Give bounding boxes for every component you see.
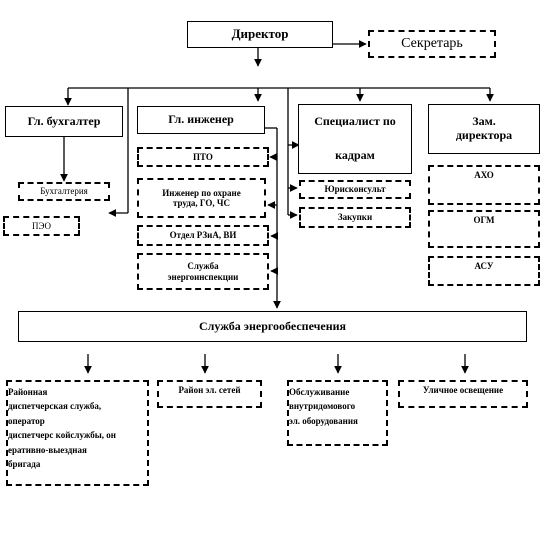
internal-equipment-line3: эл. оборудования [289,415,358,426]
asu-label: АСУ [474,261,494,271]
director-label: Директор [231,26,289,42]
safety-engineer-line1: Инженер по охране [162,187,241,198]
peo-box: ПЭО [3,216,80,236]
director-box: Директор [187,21,333,48]
chief-accountant-box: Гл. бухгалтер [5,106,123,137]
dispatch-box: Районная диспетчерская служба, оператор … [6,380,149,486]
energy-inspection-line2: энергоинспекции [167,271,239,282]
dispatch-line1: Районная [8,387,48,397]
hr-specialist-box: Специалист по кадрам [298,104,412,174]
energy-service-label: Служба энергообеспечения [198,318,347,333]
akho-box: АХО [428,165,540,205]
dispatch-line2: диспетчерская служба, [8,401,102,412]
dispatch-line3: оператор [8,415,45,426]
internal-equipment-line1: Обслуживание [289,387,350,397]
energy-inspection-line1: Служба [187,261,219,272]
ogm-box: ОГМ [428,210,540,248]
energy-service-box: Служба энергообеспечения [18,311,527,342]
chief-engineer-label: Гл. инженер [168,112,234,127]
secretary-label: Секретарь [401,35,463,51]
akho-label: АХО [474,170,494,180]
peo-label: ПЭО [31,220,52,231]
procurement-label: Закупки [337,212,373,223]
dispatch-line5: еративно-выездная [8,444,87,455]
ogm-label: ОГМ [473,215,495,225]
deputy-director-box: Зам. директора [428,104,540,154]
district-networks-box: Район эл. сетей [157,380,262,408]
secretary-box: Секретарь [368,30,496,58]
deputy-director-line1: Зам. [472,114,496,129]
pto-label: ПТО [193,151,213,162]
internal-equipment-box: Обслуживание внутридомового эл. оборудов… [287,380,388,446]
dispatch-line6: бригада [8,458,41,469]
procurement-box: Закупки [299,207,411,228]
rzia-dept-label: Отдел РЗиА, ВИ [169,230,237,241]
safety-engineer-box: Инженер по охране труда, ГО, ЧС [137,178,266,218]
energy-inspection-box: Служба энергоинспекции [137,253,269,290]
rzia-dept-box: Отдел РЗиА, ВИ [137,225,269,246]
legal-box: Юрисконсульт [299,180,411,199]
district-networks-label: Район эл. сетей [178,385,241,395]
hr-specialist-line2: кадрам [335,148,375,163]
street-lighting-box: Уличное освещение [398,380,528,408]
deputy-director-line2: директора [455,128,513,142]
hr-specialist-line1: Специалист по [314,114,396,129]
accounting-label: Бухгалтерия [40,186,88,197]
chief-accountant-label: Гл. бухгалтер [27,113,101,128]
chief-engineer-box: Гл. инженер [137,106,265,134]
dispatch-line4: диспетчерс койслужбы, он [8,430,116,441]
safety-engineer-line2: труда, ГО, ЧС [172,198,230,208]
street-lighting-label: Уличное освещение [422,385,504,395]
legal-label: Юрисконсульт [324,184,386,195]
pto-box: ПТО [137,147,269,167]
internal-equipment-line2: внутридомового [289,401,356,412]
accounting-box: Бухгалтерия [18,182,110,201]
asu-box: АСУ [428,256,540,286]
